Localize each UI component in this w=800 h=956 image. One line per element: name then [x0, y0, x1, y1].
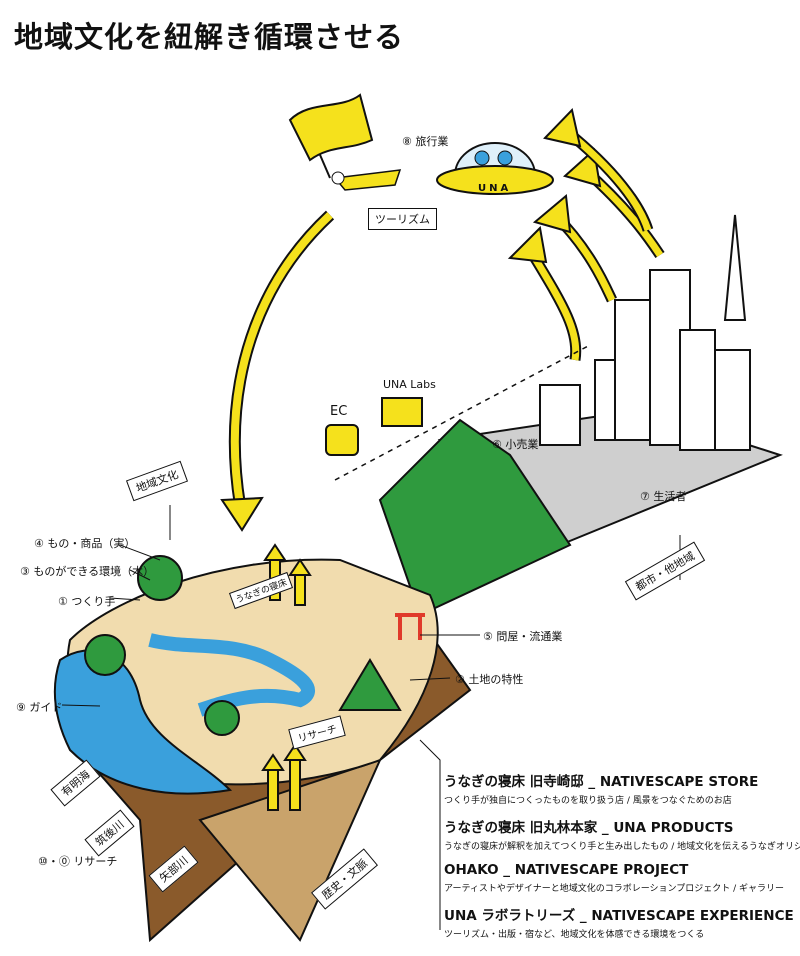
label-land: ② 土地の特性 — [455, 673, 524, 686]
legend-desc: アーティストやデザイナーと地域文化のコラボレーションプロジェクト / ギャラリー — [444, 884, 785, 894]
trees — [84, 555, 402, 736]
legend-desc: ツーリズム・出版・宿など、地域文化を体感できる環境をつくる — [444, 930, 705, 940]
labs-book-icon — [381, 397, 423, 427]
ufo-text: UNA — [478, 183, 512, 194]
legend-item: うなぎの寝床 旧丸林本家 _ UNA PRODUCTS うなぎの寝床が解釈を加え… — [444, 816, 800, 852]
legend-title: うなぎの寝床 旧寺崎邸 _ NATIVESCAPE STORE — [444, 774, 759, 790]
flag-flyer — [288, 93, 402, 191]
legend-item: UNA ラボラトリーズ _ NATIVESCAPE EXPERIENCE ツーリ… — [444, 904, 794, 940]
arrows-city-to-tourism — [507, 107, 665, 361]
legend-title: うなぎの寝床 旧丸林本家 _ UNA PRODUCTS — [444, 820, 734, 836]
label-retail: ⑥ 小売業 — [492, 438, 539, 451]
label-wholesale: ⑤ 問屋・流通業 — [483, 630, 563, 643]
tag-una-labs: UNA Labs — [383, 378, 436, 391]
label-travel: ⑧ 旅行業 — [402, 135, 449, 148]
label-env: ③ ものができる環境（木） — [20, 565, 155, 578]
legend: うなぎの寝床 旧寺崎邸 _ NATIVESCAPE STORE つくり手が独自に… — [444, 770, 800, 950]
legend-item: OHAKO _ NATIVESCAPE PROJECT アーティストやデザイナー… — [444, 862, 794, 894]
land-arrows — [261, 543, 312, 811]
label-maker: ① つくり手 — [58, 595, 116, 608]
legend-desc: つくり手が独自につくったものを取り扱う店 / 風景をつなぐためのお店 — [444, 796, 732, 806]
legend-title: OHAKO _ NATIVESCAPE PROJECT — [444, 862, 689, 878]
torii — [395, 613, 425, 640]
page-title: 地域文化を紐解き循環させる — [14, 20, 405, 54]
arrow-tourism-to-land — [220, 210, 335, 532]
ufo — [436, 142, 554, 195]
label-goods: ④ もの・商品（実） — [34, 537, 136, 550]
city-buildings — [539, 214, 751, 451]
legend-item: うなぎの寝床 旧寺崎邸 _ NATIVESCAPE STORE つくり手が独自に… — [444, 770, 794, 806]
legend-desc: うなぎの寝床が解釈を加えてつくり手と生み出したもの / 地域文化を伝えるうなぎオ… — [444, 842, 800, 852]
label-research: ⑩・⓪ リサーチ — [38, 855, 118, 868]
tag-ec: EC — [330, 404, 348, 419]
label-guide: ⑨ ガイド — [16, 701, 63, 714]
legend-title: UNA ラボラトリーズ _ NATIVESCAPE EXPERIENCE — [444, 908, 794, 924]
tag-tourism: ツーリズム — [368, 208, 437, 230]
label-consumer: ⑦ 生活者 — [640, 490, 687, 503]
ec-cart-icon — [325, 424, 359, 456]
